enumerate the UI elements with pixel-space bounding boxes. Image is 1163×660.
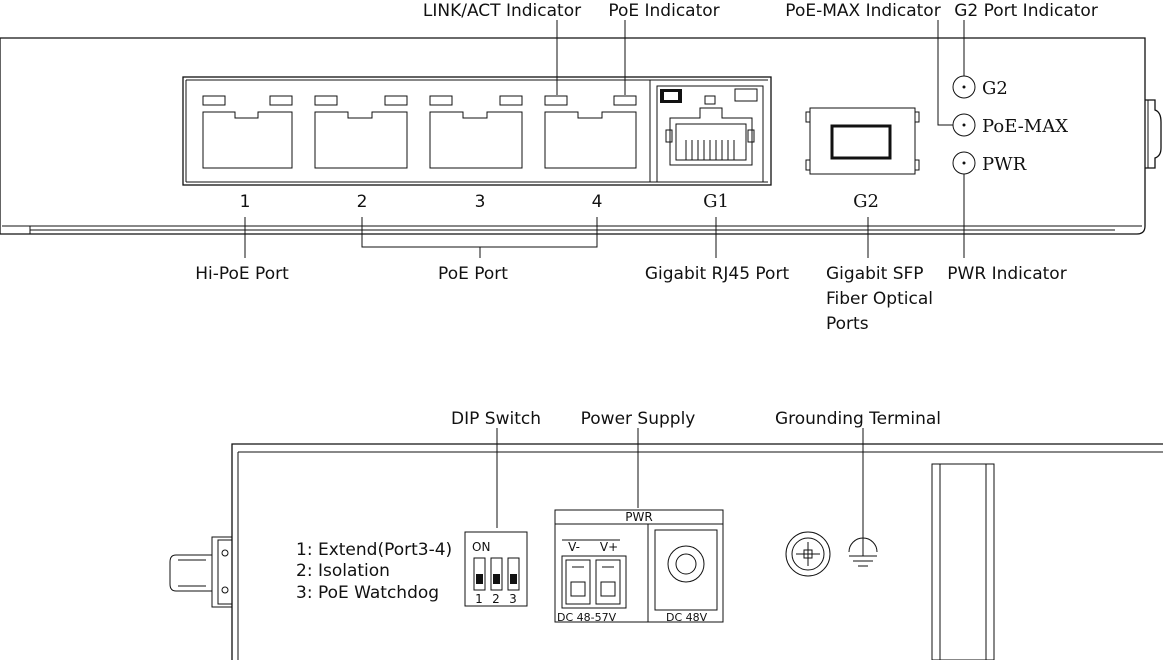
v-minus-label: V-: [568, 540, 580, 554]
port-number-1: 1: [240, 192, 251, 212]
led-g2: [952, 75, 976, 99]
side-clip: [1145, 99, 1162, 169]
port-label-g2: G2: [853, 191, 879, 212]
dip-legend-2: 2: Isolation: [296, 561, 390, 581]
callout-poe-max: PoE-MAX Indicator: [785, 1, 940, 21]
callout-poe-indicator: PoE Indicator: [608, 1, 719, 21]
callout-power-supply: Power Supply: [581, 409, 696, 429]
dip-on-label: ON: [472, 540, 490, 554]
grounding-screw: [785, 531, 831, 577]
led-label-pwr: PWR: [982, 154, 1027, 175]
callout-pwr-indicator: PWR Indicator: [947, 264, 1066, 284]
power-block: PWR V- V+ DC 48-57V DC 48V: [554, 509, 724, 624]
port-number-4: 4: [592, 192, 603, 212]
led-label-g2: G2: [982, 78, 1008, 99]
poe-port-4: [544, 95, 637, 169]
poe-port-2: [314, 95, 408, 169]
dip-number-2: 2: [492, 592, 500, 606]
led-pwr: [952, 151, 976, 175]
dip-legend-3: 3: PoE Watchdog: [296, 583, 439, 603]
din-clip: [169, 536, 233, 608]
ground-symbol-icon: [848, 530, 878, 567]
callout-poe-port: PoE Port: [438, 264, 508, 284]
dip-number-3: 3: [509, 592, 517, 606]
port-number-2: 2: [357, 192, 368, 212]
front-panel: G2 PoE-MAX PWR 1 2 3 4 G1 G2 LINK/ACT In…: [0, 1, 1162, 334]
leader-poe-max: [937, 20, 953, 126]
callout-rj45-port: Gigabit RJ45 Port: [645, 264, 790, 284]
bottom-panel: ON 1 2 3 1: Extend(Port3-4) 2: Isolation…: [169, 409, 1163, 660]
dip-legend-1: 1: Extend(Port3-4): [296, 540, 452, 560]
callout-hi-poe-port: Hi-PoE Port: [195, 264, 289, 284]
callout-sfp-line3: Ports: [826, 314, 869, 334]
port-block: [182, 76, 772, 186]
callout-sfp-line1: Gigabit SFP: [826, 264, 924, 284]
poe-port-3: [429, 95, 523, 169]
callout-sfp-line2: Fiber Optical: [826, 289, 933, 309]
heatsink: [931, 463, 995, 660]
callout-g2-port: G2 Port Indicator: [954, 1, 1098, 21]
led-poe-max: [952, 113, 976, 137]
terminal-rating: DC 48-57V: [557, 611, 617, 624]
v-plus-label: V+: [600, 540, 618, 554]
dc-jack[interactable]: [654, 529, 718, 611]
jack-rating: DC 48V: [666, 611, 708, 624]
dip-switch[interactable]: ON 1 2 3: [464, 531, 528, 607]
g2-sfp-port: [805, 107, 920, 175]
poe-port-1: [202, 95, 293, 169]
callout-grounding: Grounding Terminal: [775, 409, 941, 429]
port-label-g1: G1: [703, 191, 729, 212]
led-label-poe-max: PoE-MAX: [982, 116, 1068, 137]
callout-dip-switch: DIP Switch: [451, 409, 541, 429]
callout-link-act: LINK/ACT Indicator: [423, 1, 581, 21]
leader-poe-port: [361, 217, 598, 258]
port-number-3: 3: [475, 192, 486, 212]
terminal-block[interactable]: V- V+: [561, 539, 627, 609]
g1-rj45-port: [656, 85, 764, 183]
front-housing: [0, 37, 1146, 235]
pwr-header: PWR: [625, 510, 652, 524]
dip-number-1: 1: [475, 592, 483, 606]
